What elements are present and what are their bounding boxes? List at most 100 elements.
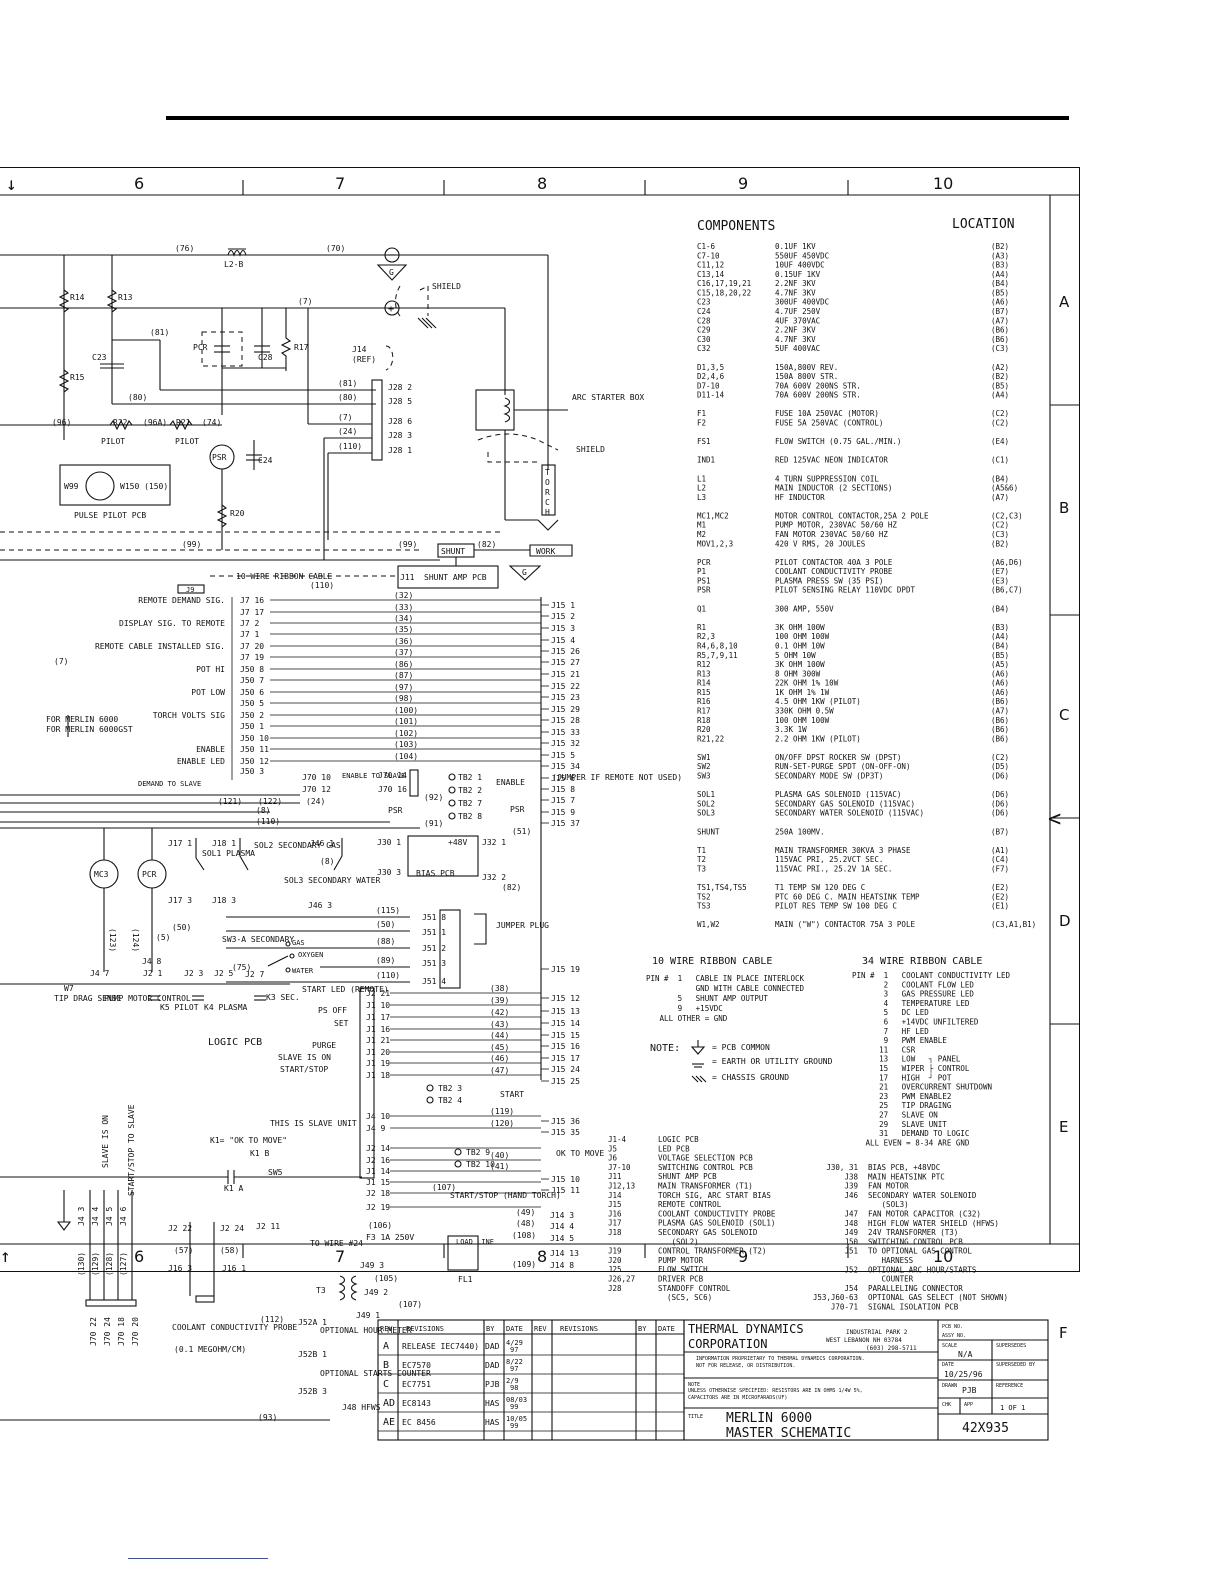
thirty-four-wire-pin: 29 SLAVE UNIT (852, 1120, 947, 1129)
j15-pin: J15 36 (551, 1117, 580, 1126)
left-connector-pin: J7 2 (240, 619, 259, 628)
svg-text:(7): (7) (298, 297, 312, 306)
f3-label: F3 1A 250V (366, 1233, 414, 1242)
gas-label: GAS (292, 939, 305, 947)
component-ref: T2 (697, 855, 706, 864)
svg-text:PCR: PCR (193, 343, 208, 352)
component-ref: F2 (697, 419, 706, 428)
svg-text:(5): (5) (156, 933, 170, 942)
component-ref: R16 (697, 697, 711, 706)
col-label-7: 7 (335, 174, 345, 193)
component-desc: RED 125VAC NEON INDICATOR (775, 456, 888, 465)
revision-by: DAD (485, 1361, 500, 1370)
app-label: APP (964, 1402, 973, 1408)
wire-number: (38) (490, 984, 509, 993)
svg-text:(110): (110) (310, 581, 334, 590)
col-label-7-bottom: 7 (335, 1247, 345, 1266)
left-connector-pin: J7 16 (240, 596, 264, 605)
component-location: (B7) (991, 827, 1009, 836)
component-desc: 22K OHM 1% 10W (775, 679, 839, 688)
revision-year: 99 (510, 1403, 518, 1411)
svg-text:(127): (127) (119, 1252, 128, 1276)
component-desc: SECONDARY MODE SW (DP3T) (775, 772, 883, 781)
wire-number: (44) (490, 1031, 509, 1040)
left-connector-pin: J50 3 (240, 767, 264, 776)
oxygen-label: OXYGEN (298, 951, 323, 959)
svg-text:(75): (75) (232, 963, 251, 972)
left-signal-label: REMOTE DEMAND SIG. (138, 596, 225, 605)
j15-pin: J15 32 (551, 739, 580, 748)
component-desc: 115VAC PRI, 25.2VCT SEC. (775, 855, 883, 864)
svg-text:H: H (545, 508, 550, 517)
component-ref: C32 (697, 344, 711, 353)
thirty-four-wire-pin: 13 LOW ┐ PANEL (852, 1055, 961, 1064)
j15-pin: J15 26 (551, 647, 580, 656)
svg-text:(96A): (96A) (143, 418, 167, 427)
component-location: (A3) (991, 251, 1009, 260)
component-location: (B5) (991, 288, 1009, 297)
component-desc: 150A 800V STR. (775, 372, 838, 381)
component-location: (D6) (991, 809, 1009, 818)
revision-date: 2/9 (506, 1377, 519, 1385)
svg-text:(57): (57) (174, 1246, 193, 1255)
component-location: (B2) (991, 242, 1009, 251)
component-ref: L3 (697, 493, 706, 502)
svg-text:(49): (49) (516, 1208, 535, 1217)
work-terminal: WORK (536, 547, 555, 556)
enable-label: ENABLE (496, 778, 525, 787)
svg-text:J2 7: J2 7 (245, 970, 264, 979)
connector-id: J6 (608, 1154, 618, 1163)
ribbon-tables: 10 WIRE RIBBON CABLE PIN # 1 CABLE IN PL… (646, 956, 1011, 1147)
wire-number: (41) (490, 1162, 509, 1171)
wire-number: (37) (394, 648, 413, 657)
thirty-four-wire-pin: 31 DEMAND TO LOGIC (852, 1129, 969, 1138)
component-ref: W1,W2 (697, 920, 720, 929)
component-location: (B6) (991, 725, 1009, 734)
svg-text:(89): (89) (376, 956, 395, 965)
plus48v-label: +48V (448, 838, 467, 847)
scale-label: SCALE (942, 1343, 957, 1349)
left-connector-pin: J7 17 (240, 608, 264, 617)
thirty-four-wire-pin: 21 OVERCURRENT SHUTDOWN (852, 1083, 992, 1092)
jumper-plug-label: JUMPER PLUG (496, 921, 549, 930)
revision-letter: AD (383, 1398, 395, 1409)
start-led-label: START LED (REMOTE) (302, 985, 389, 994)
components-header: COMPONENTS (697, 219, 775, 234)
j15-pin: J15 11 (551, 1186, 580, 1195)
svg-text:J30 3: J30 3 (377, 868, 401, 877)
component-location: (E4) (991, 437, 1009, 446)
svg-text:+: + (388, 304, 394, 315)
component-desc: 4 TURN SUPPRESSION COIL (775, 474, 879, 483)
connector-desc: SWITCHING CONTROL PCB (658, 1163, 753, 1172)
j15-pin: J15 27 (551, 658, 580, 667)
component-ref: C16,17,19,21 (697, 279, 751, 288)
component-desc: 4.7UF 250V (775, 307, 821, 316)
svg-text:K1 B: K1 B (250, 1149, 269, 1158)
power-section: G + (76) (70) L2-B (7) R14 R13 R15 (81) … (0, 244, 644, 594)
drawing-frame (0, 167, 1080, 1272)
component-location: (A2) (991, 363, 1009, 372)
component-ref: C23 (697, 298, 711, 307)
sw3a-label: SW3-A SECONDARY (222, 935, 294, 944)
start-stop-slave-vertical: START/STOP TO SLAVE (127, 1104, 136, 1196)
ribbon-cable-label: 10 WIRE RIBBON CABLE (236, 572, 333, 581)
row-label-a: A (1059, 293, 1070, 311)
svg-text:(81): (81) (150, 328, 169, 337)
svg-text:(81): (81) (338, 379, 357, 388)
thirty-four-wire-pin: PIN # 1 COOLANT CONDUCTIVITY LED (852, 971, 1011, 980)
connector-id: J15 (608, 1200, 622, 1209)
col-label-6: 6 (134, 174, 144, 193)
component-ref: P1 (697, 567, 706, 576)
connector-id: J47 (844, 1210, 858, 1219)
control-section: FOR MERLIN 6000 FOR MERLIN 6000GST (7) D… (0, 657, 682, 1422)
col-label-10: 10 (933, 174, 953, 193)
component-ref: D7-10 (697, 381, 720, 390)
component-location: (B3) (991, 623, 1009, 632)
logic-pin: J1 21 (366, 1036, 390, 1045)
psr-right-label: PSR (510, 805, 525, 814)
component-ref: R15 (697, 688, 711, 697)
j15-pin: J15 9 (551, 808, 575, 817)
svg-text:(115): (115) (376, 906, 400, 915)
megohm-label: (0.1 MEGOHM/CM) (174, 1345, 246, 1354)
